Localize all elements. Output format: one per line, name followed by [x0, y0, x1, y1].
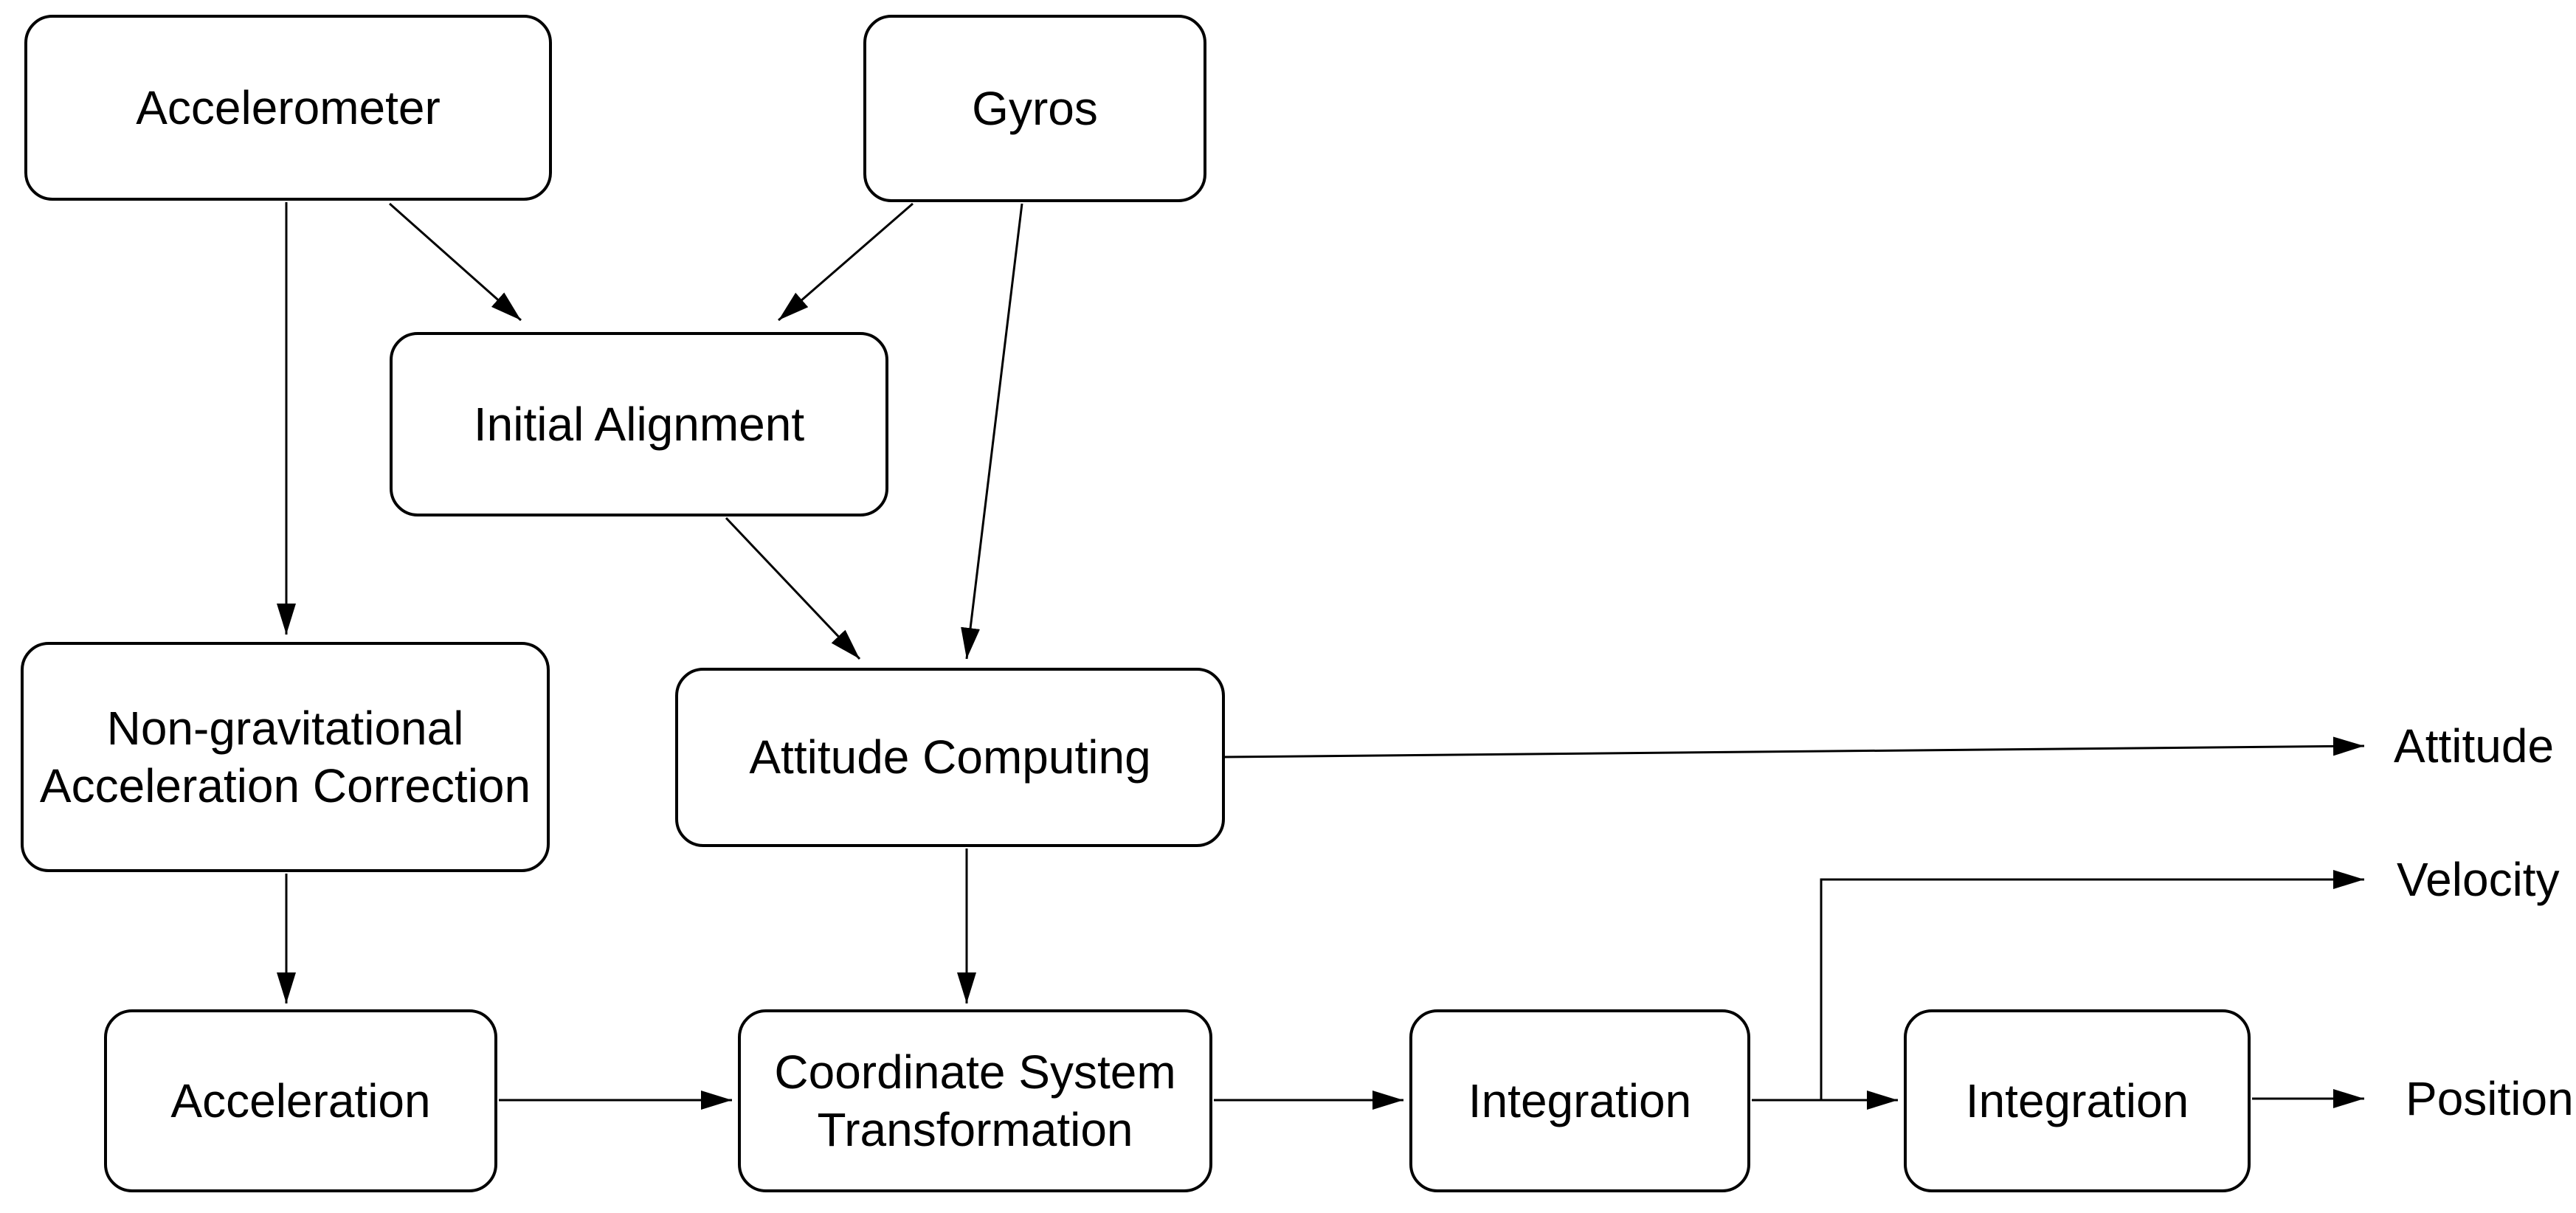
output-attitude: Attitude	[2394, 713, 2554, 779]
node-coordinate-system-transformation-label: Coordinate System Transformation	[774, 1045, 1176, 1156]
edge-accelerometer-to-initial-alignment	[389, 202, 522, 322]
edge-gyros-to-initial-alignment	[778, 202, 914, 322]
node-non-gravitational-acceleration-correction: Non-gravitational Acceleration Correctio…	[21, 642, 550, 872]
output-position: Position	[2406, 1065, 2574, 1132]
edge-junction-to-velocity-output	[1820, 870, 2364, 1100]
node-non-gravitational-label: Non-gravitational Acceleration Correctio…	[39, 701, 531, 812]
output-attitude-label: Attitude	[2394, 719, 2555, 773]
node-initial-alignment: Initial Alignment	[390, 332, 888, 516]
node-gyros: Gyros	[863, 15, 1206, 202]
node-attitude-computing: Attitude Computing	[675, 668, 1225, 847]
node-integration-2-label: Integration	[1965, 1074, 2189, 1127]
node-acceleration-label: Acceleration	[170, 1074, 431, 1127]
output-velocity: Velocity	[2397, 846, 2560, 913]
node-integration-2: Integration	[1904, 1009, 2251, 1192]
edge-gyros-to-attitude-computing	[961, 203, 1023, 660]
node-coordinate-system-transformation: Coordinate System Transformation	[738, 1009, 1212, 1192]
node-integration-1-label: Integration	[1468, 1074, 1692, 1127]
output-velocity-label: Velocity	[2397, 853, 2560, 906]
edge-attitude-computing-to-attitude-output	[1223, 736, 2365, 758]
node-acceleration: Acceleration	[104, 1009, 497, 1192]
edge-initial-alignment-to-attitude-computing	[725, 516, 861, 660]
node-integration-1: Integration	[1409, 1009, 1750, 1192]
node-initial-alignment-label: Initial Alignment	[473, 397, 805, 451]
node-gyros-label: Gyros	[972, 81, 1098, 135]
output-position-label: Position	[2406, 1072, 2574, 1125]
node-attitude-computing-label: Attitude Computing	[749, 730, 1151, 784]
node-accelerometer: Accelerometer	[24, 15, 552, 201]
node-accelerometer-label: Accelerometer	[136, 80, 441, 134]
